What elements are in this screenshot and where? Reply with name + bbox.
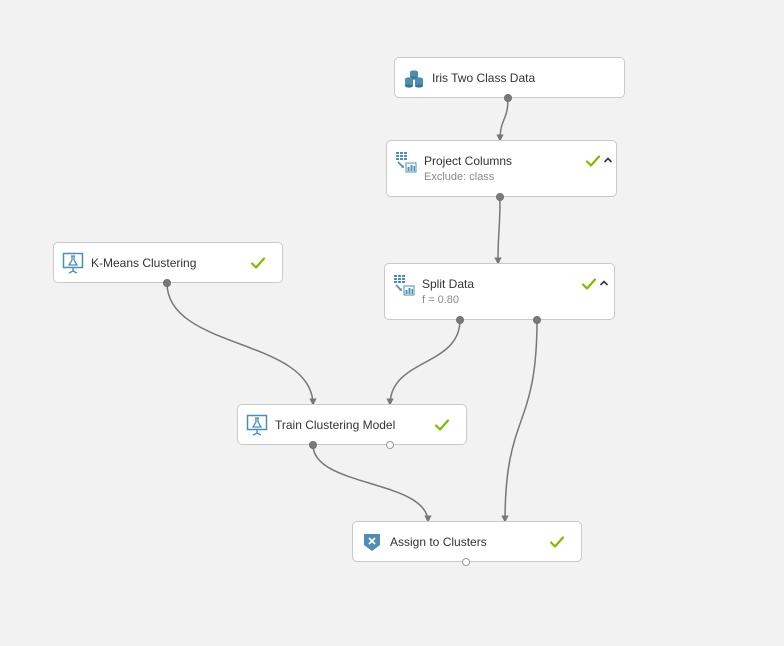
connection-split-to-assign[interactable] [501, 319, 538, 523]
module-kmeans[interactable]: K-Means Clustering [53, 242, 283, 283]
transform-icon [393, 274, 415, 296]
module-title: Train Clustering Model [275, 417, 396, 432]
connection-kmeans-to-train[interactable] [166, 282, 317, 406]
module-iris[interactable]: Iris Two Class Data [394, 57, 625, 98]
output-port-train-1[interactable] [309, 441, 317, 449]
output-port-iris-1[interactable] [504, 94, 512, 102]
module-title: Iris Two Class Data [432, 70, 536, 85]
collapse-chevron-icon[interactable] [598, 277, 610, 289]
collapse-chevron-icon[interactable] [602, 154, 614, 166]
connection-split-to-train[interactable] [386, 319, 461, 406]
output-port-kmeans-1[interactable] [163, 279, 171, 287]
module-title: Project Columns [424, 154, 513, 168]
check-icon [585, 153, 601, 169]
check-icon [549, 534, 565, 550]
module-subtitle: Exclude: class [424, 171, 495, 183]
model-icon [246, 414, 268, 436]
module-title: Split Data [422, 277, 475, 291]
check-icon [250, 255, 266, 271]
connection-iris-to-project[interactable] [496, 97, 509, 142]
module-title: Assign to Clusters [390, 534, 487, 549]
connection-project-to-split[interactable] [494, 196, 502, 265]
output-port-train-2[interactable] [386, 441, 394, 449]
dataset-icon [403, 67, 425, 89]
module-assign[interactable]: Assign to Clusters [352, 521, 582, 562]
module-subtitle: f = 0.80 [422, 294, 460, 306]
module-title: K-Means Clustering [91, 255, 197, 270]
output-port-assign-1[interactable] [462, 558, 470, 566]
model-icon [62, 252, 84, 274]
output-port-split-2[interactable] [533, 316, 541, 324]
output-port-project-1[interactable] [496, 193, 504, 201]
assign-icon [361, 531, 383, 553]
module-train[interactable]: Train Clustering Model [237, 404, 467, 445]
output-port-split-1[interactable] [456, 316, 464, 324]
transform-icon [395, 151, 417, 173]
check-icon [581, 276, 597, 292]
connection-train-to-assign[interactable] [312, 444, 432, 523]
check-icon [434, 417, 450, 433]
module-split[interactable]: Split Data f = 0.80 [384, 263, 615, 320]
